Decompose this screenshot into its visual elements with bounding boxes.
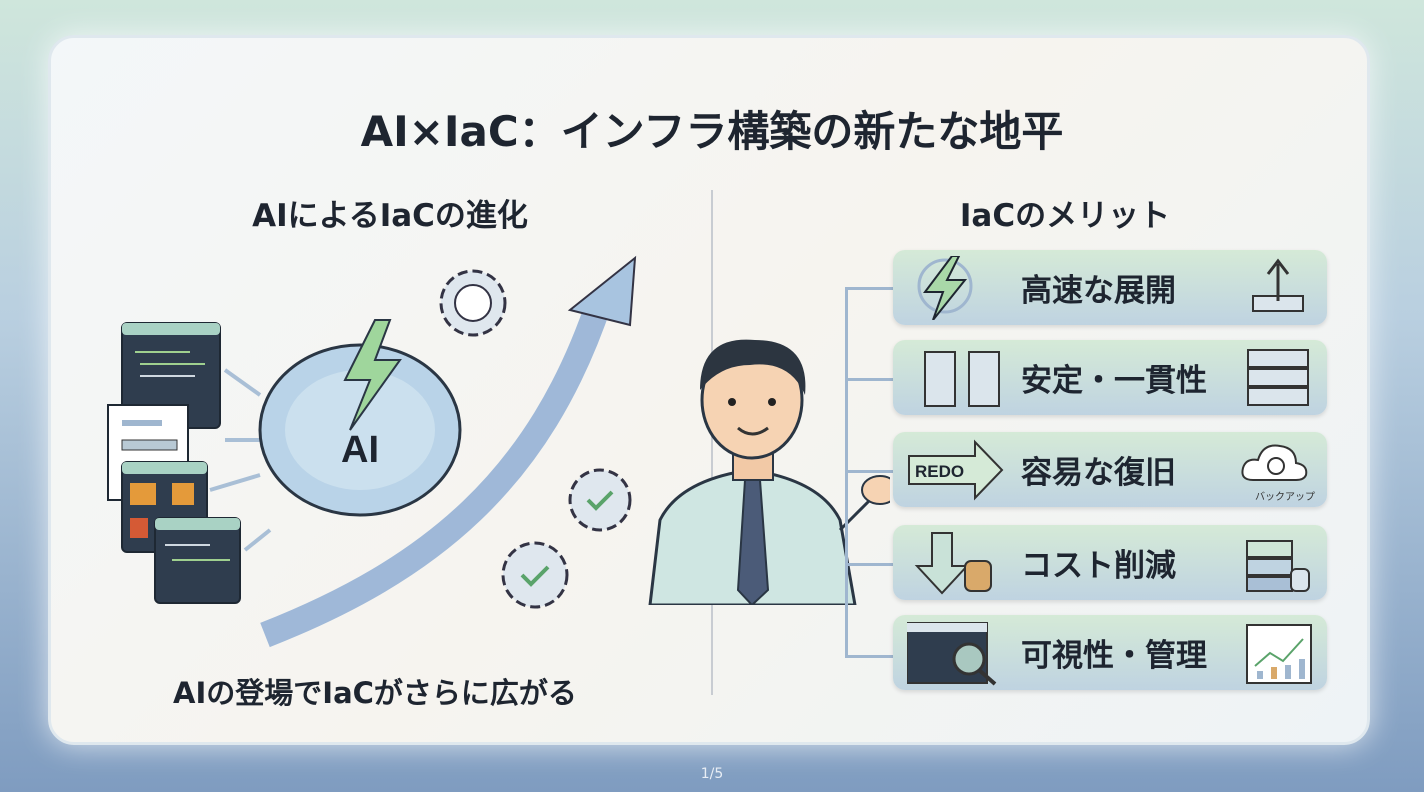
- code-window-icon: [154, 517, 241, 604]
- left-heading: AIによるIaCの進化: [252, 198, 528, 234]
- code-window-icon: [121, 322, 221, 429]
- gear-check-icon: [568, 468, 632, 532]
- lightning-icon: [917, 256, 973, 320]
- benefit-label: コスト削減: [1021, 548, 1176, 584]
- connector-branch: [845, 563, 893, 566]
- brain-label: AI: [341, 429, 379, 471]
- twin-servers-icon: [924, 351, 1000, 407]
- gear-check-icon: [501, 541, 569, 609]
- down-arrow-coins-icon: [914, 532, 992, 595]
- benefit-row-fast-deploy: 高速な展開: [893, 250, 1327, 325]
- growth-arrow-head: [567, 255, 637, 327]
- divider: [711, 190, 713, 695]
- benefit-row-cost: コスト削減: [893, 525, 1327, 600]
- benefit-label: 安定・一貫性: [1021, 363, 1207, 399]
- engineer-person-illustration: [648, 339, 890, 605]
- benefit-label: 高速な展開: [1021, 273, 1176, 309]
- deploy-upload-icon: [1252, 258, 1304, 312]
- benefit-label: 容易な復旧: [1021, 455, 1176, 491]
- slide-title: AI×IaC：インフラ構築の新たな地平: [360, 107, 1064, 156]
- ai-evolution-illustration: AI: [107, 255, 637, 648]
- server-rack-icon: [1247, 349, 1309, 406]
- connector-branch: [845, 470, 893, 473]
- benefit-label: 可視性・管理: [1021, 638, 1207, 674]
- page-number: 1/5: [700, 766, 724, 782]
- cloud-backup-icon: [1241, 444, 1308, 481]
- right-heading: IaCのメリット: [959, 198, 1171, 234]
- gear-lightning-icon: [439, 269, 507, 337]
- redo-text: REDO: [915, 462, 964, 481]
- brain-icon: AI: [258, 319, 462, 517]
- connector-branch: [845, 655, 893, 658]
- benefit-row-stability: 安定・一貫性: [893, 340, 1327, 415]
- connector-branch: [845, 378, 893, 381]
- redo-arrow-icon: REDO: [908, 439, 1004, 501]
- storage-stack-icon: [1246, 540, 1310, 592]
- backup-label: バックアップ: [1255, 492, 1315, 503]
- slide-caption: AIの登場でIaCがさらに広がる: [173, 676, 577, 710]
- growth-arrow: [260, 295, 613, 648]
- connector-branch: [845, 287, 893, 290]
- benefit-row-recovery: REDO 容易な復旧 バックアップ: [893, 432, 1327, 507]
- input-arrows: [209, 368, 272, 552]
- code-search-icon: [907, 622, 997, 686]
- dashboard-chart-icon: [1246, 624, 1312, 684]
- benefit-row-visibility: 可視性・管理: [893, 615, 1327, 690]
